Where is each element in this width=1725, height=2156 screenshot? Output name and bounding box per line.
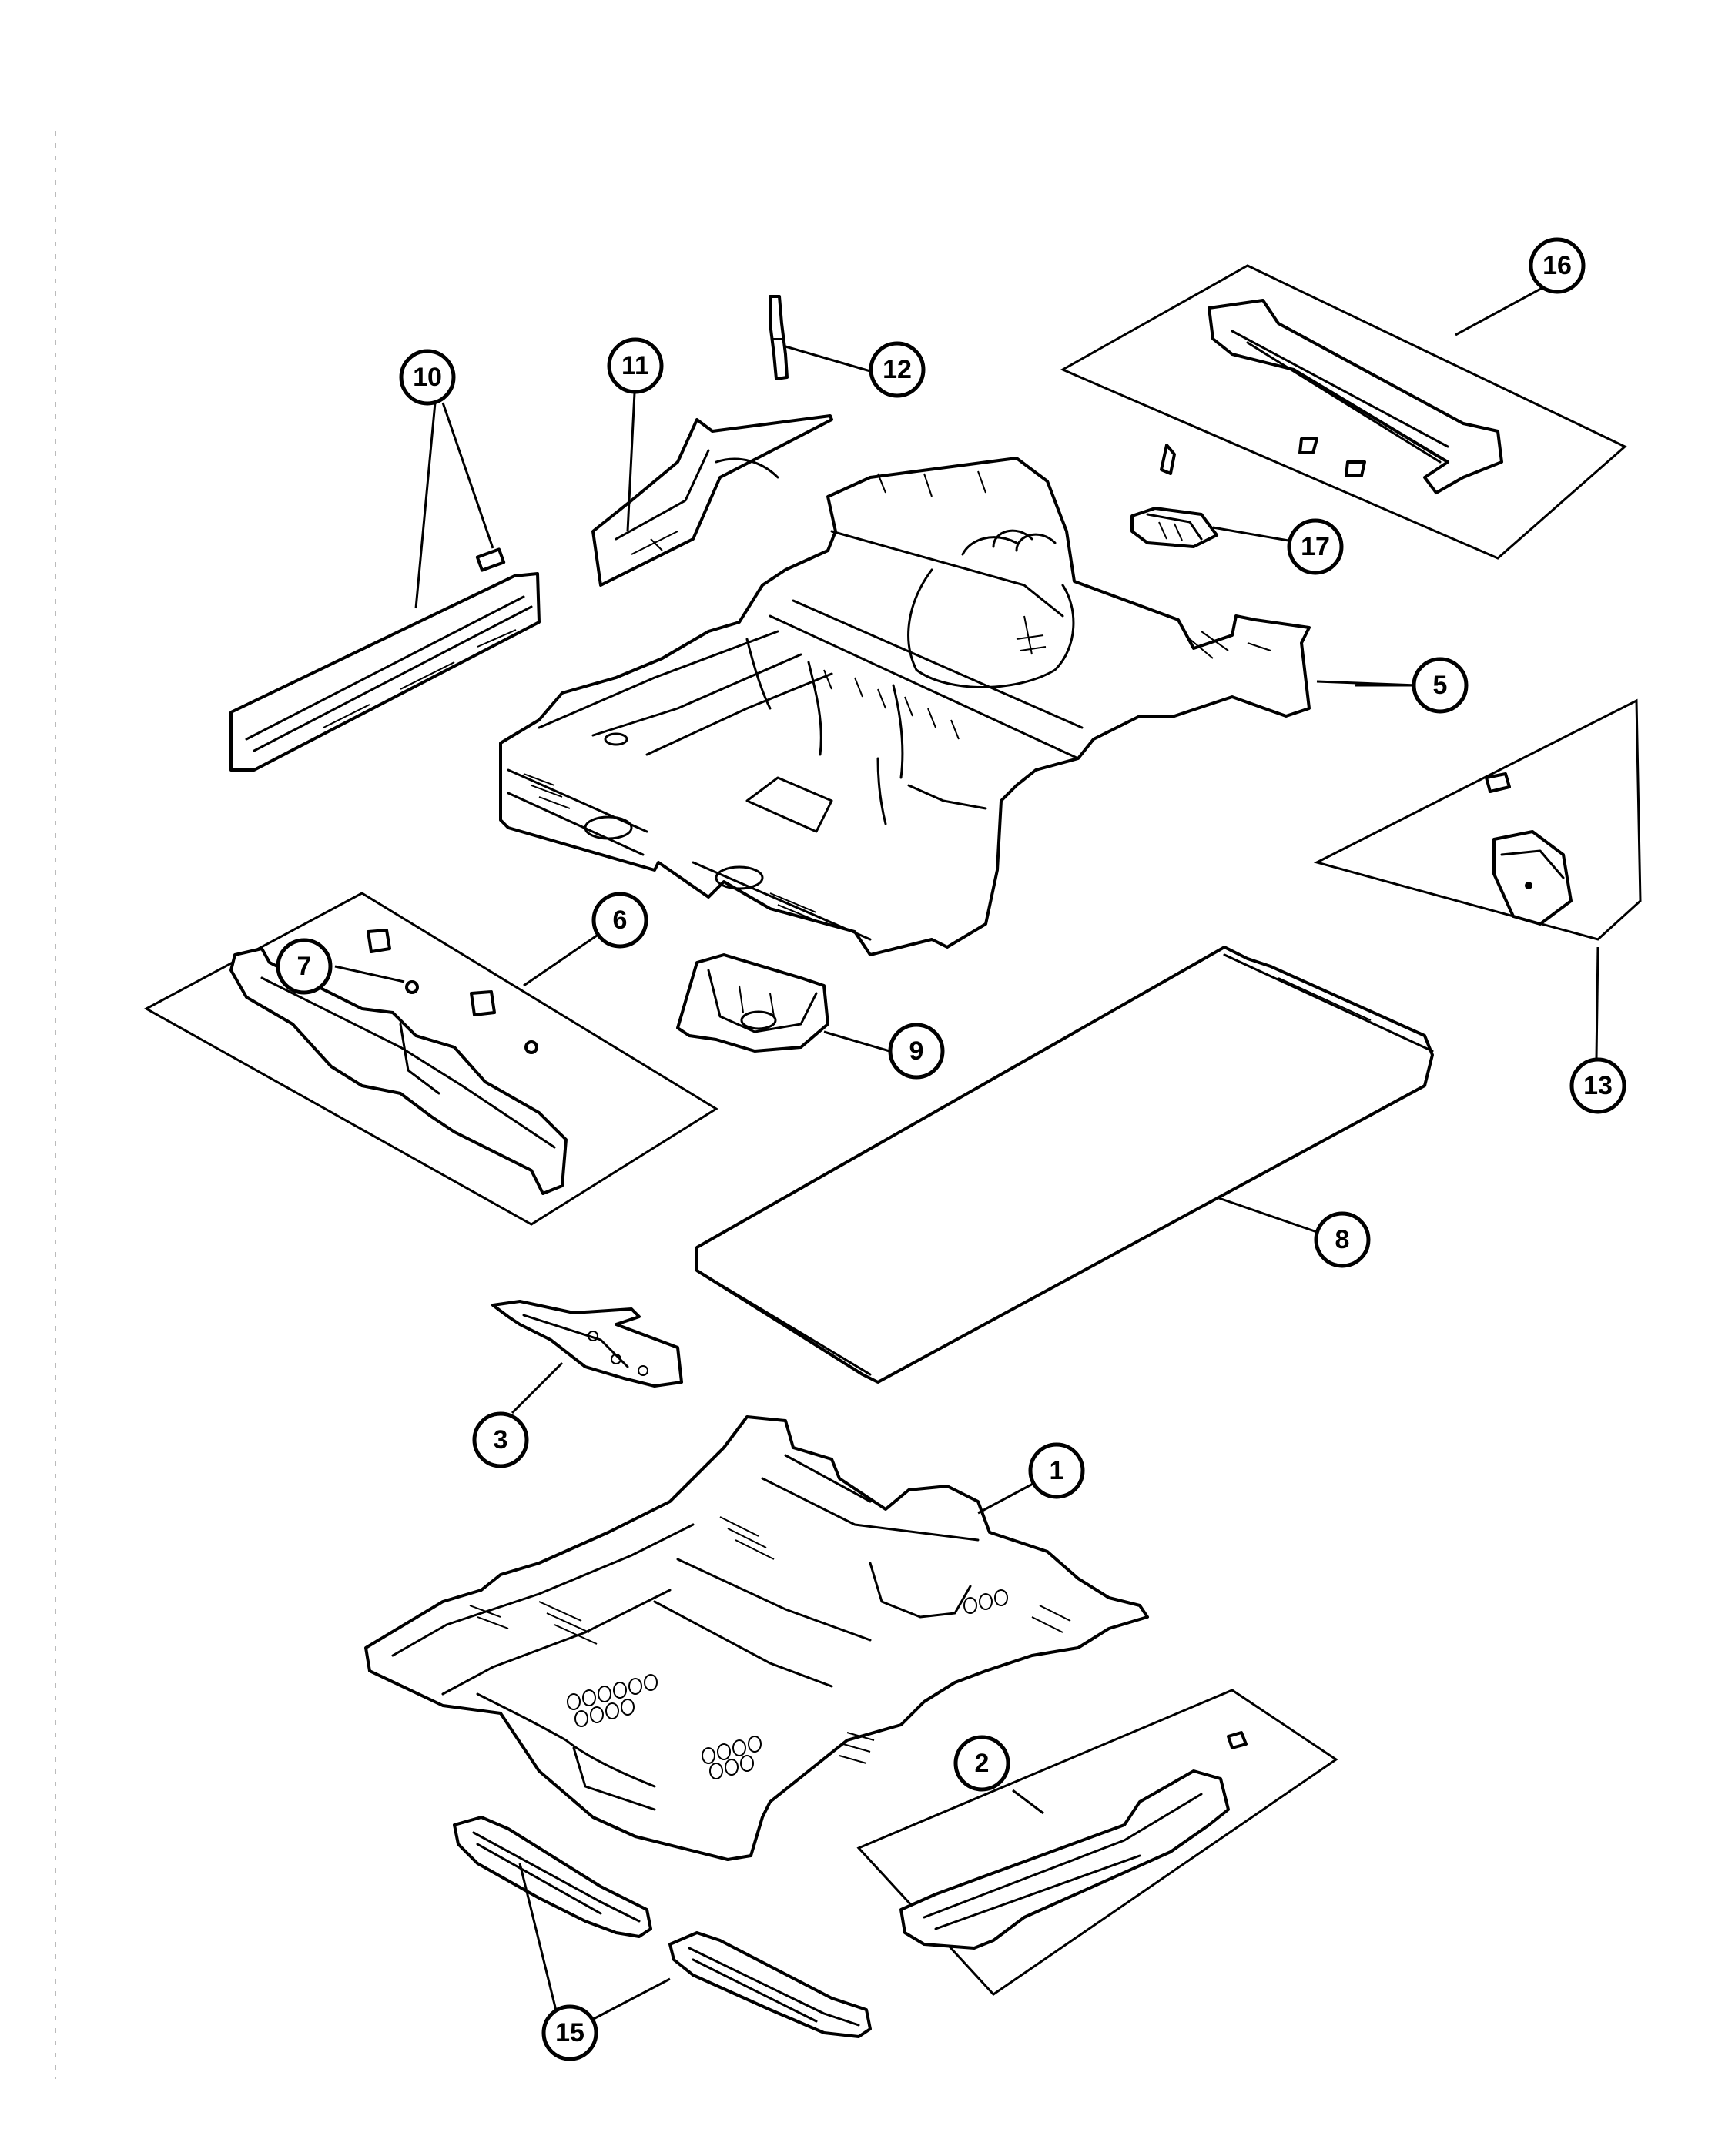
callout-5: 5 — [1412, 657, 1469, 714]
svg-text:13: 13 — [1583, 1071, 1613, 1100]
callout-6: 6 — [591, 892, 648, 949]
svg-text:8: 8 — [1335, 1225, 1350, 1254]
svg-text:17: 17 — [1301, 532, 1330, 561]
callout-17: 17 — [1287, 518, 1344, 575]
part-1-front-floor-pan — [364, 1415, 1149, 1861]
svg-text:15: 15 — [555, 2018, 584, 2047]
part-16-crossmember-group — [1060, 264, 1627, 560]
svg-text:16: 16 — [1542, 251, 1572, 280]
svg-text:10: 10 — [413, 363, 442, 392]
part-3-bracket — [491, 1300, 683, 1388]
svg-text:12: 12 — [883, 355, 912, 384]
callout-11: 11 — [607, 337, 664, 394]
callout-2: 2 — [953, 1735, 1010, 1792]
part-15-sill-extensions — [453, 1816, 872, 2038]
callout-12: 12 — [869, 341, 926, 398]
part-9-bracket — [676, 953, 829, 1053]
svg-text:5: 5 — [1433, 671, 1448, 700]
part-8-floor-panel — [695, 946, 1434, 1384]
callout-13: 13 — [1569, 1057, 1626, 1114]
part-2-rail-group — [856, 1689, 1338, 1996]
callout-7: 7 — [276, 938, 333, 995]
callout-8: 8 — [1314, 1211, 1371, 1268]
svg-text:9: 9 — [909, 1036, 924, 1066]
svg-text:6: 6 — [613, 906, 628, 935]
svg-text:11: 11 — [621, 351, 649, 380]
svg-text:7: 7 — [297, 952, 312, 981]
part-5-rear-floor-pan — [499, 457, 1311, 956]
callout-15: 15 — [541, 2004, 598, 2061]
callout-10: 10 — [399, 349, 456, 406]
part-11-pillar-brace — [591, 414, 833, 587]
callout-3: 3 — [472, 1411, 529, 1468]
leader-lines — [334, 283, 1599, 2023]
callout-16: 16 — [1529, 237, 1586, 294]
part-12-bracket — [769, 295, 789, 380]
svg-text:2: 2 — [975, 1749, 990, 1778]
callout-9: 9 — [888, 1023, 945, 1080]
svg-text:1: 1 — [1050, 1456, 1064, 1485]
svg-text:3: 3 — [494, 1425, 508, 1455]
floor-pan-holes — [567, 1589, 1008, 1779]
part-6-crossmember-group — [143, 892, 718, 1226]
part-10-sill-rail — [229, 547, 541, 772]
callout-1: 1 — [1028, 1442, 1085, 1499]
part-17-bracket — [1130, 444, 1218, 548]
part-13-bracket-group — [1313, 698, 1642, 941]
